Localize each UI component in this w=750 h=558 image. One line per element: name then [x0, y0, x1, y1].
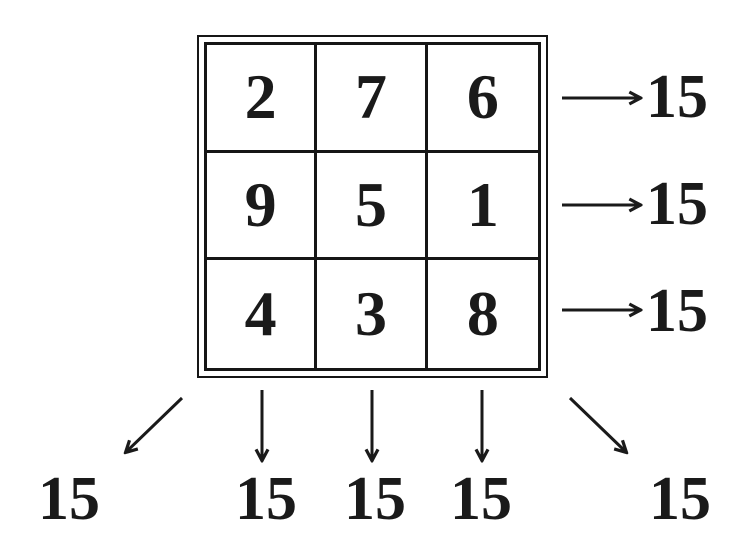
- grid-cell: 7: [317, 45, 428, 153]
- grid-cell: 8: [466, 278, 499, 350]
- diagonal-sum-label: 15: [38, 465, 100, 533]
- column-sum-label: 15: [344, 465, 406, 533]
- column-sum-label: 15: [450, 465, 512, 533]
- row-sum-label: 15: [646, 170, 708, 238]
- grid-cell: 5: [317, 152, 428, 261]
- diagonal-sum-arrow-icon: [126, 396, 184, 452]
- row-sum-label: 15: [646, 63, 708, 131]
- grid-cell: 4: [207, 260, 318, 368]
- grid-cell: 3: [317, 260, 428, 368]
- grid-cell: 6: [427, 45, 538, 153]
- column-sum-label: 15: [235, 465, 297, 533]
- diagonal-sum-label: 15: [649, 465, 711, 533]
- grid-cell: 2: [207, 45, 318, 153]
- grid-cell: 1: [427, 153, 538, 261]
- magic-square-grid: 2 7 6 9 5 1 4 3 8: [204, 42, 541, 371]
- grid-cell: 9: [207, 152, 318, 261]
- row-sum-label: 15: [646, 277, 708, 345]
- diagonal-sum-arrow-icon: [568, 396, 626, 452]
- magic-square-border: 2 7 6 9 5 1 4 3 8: [197, 35, 548, 378]
